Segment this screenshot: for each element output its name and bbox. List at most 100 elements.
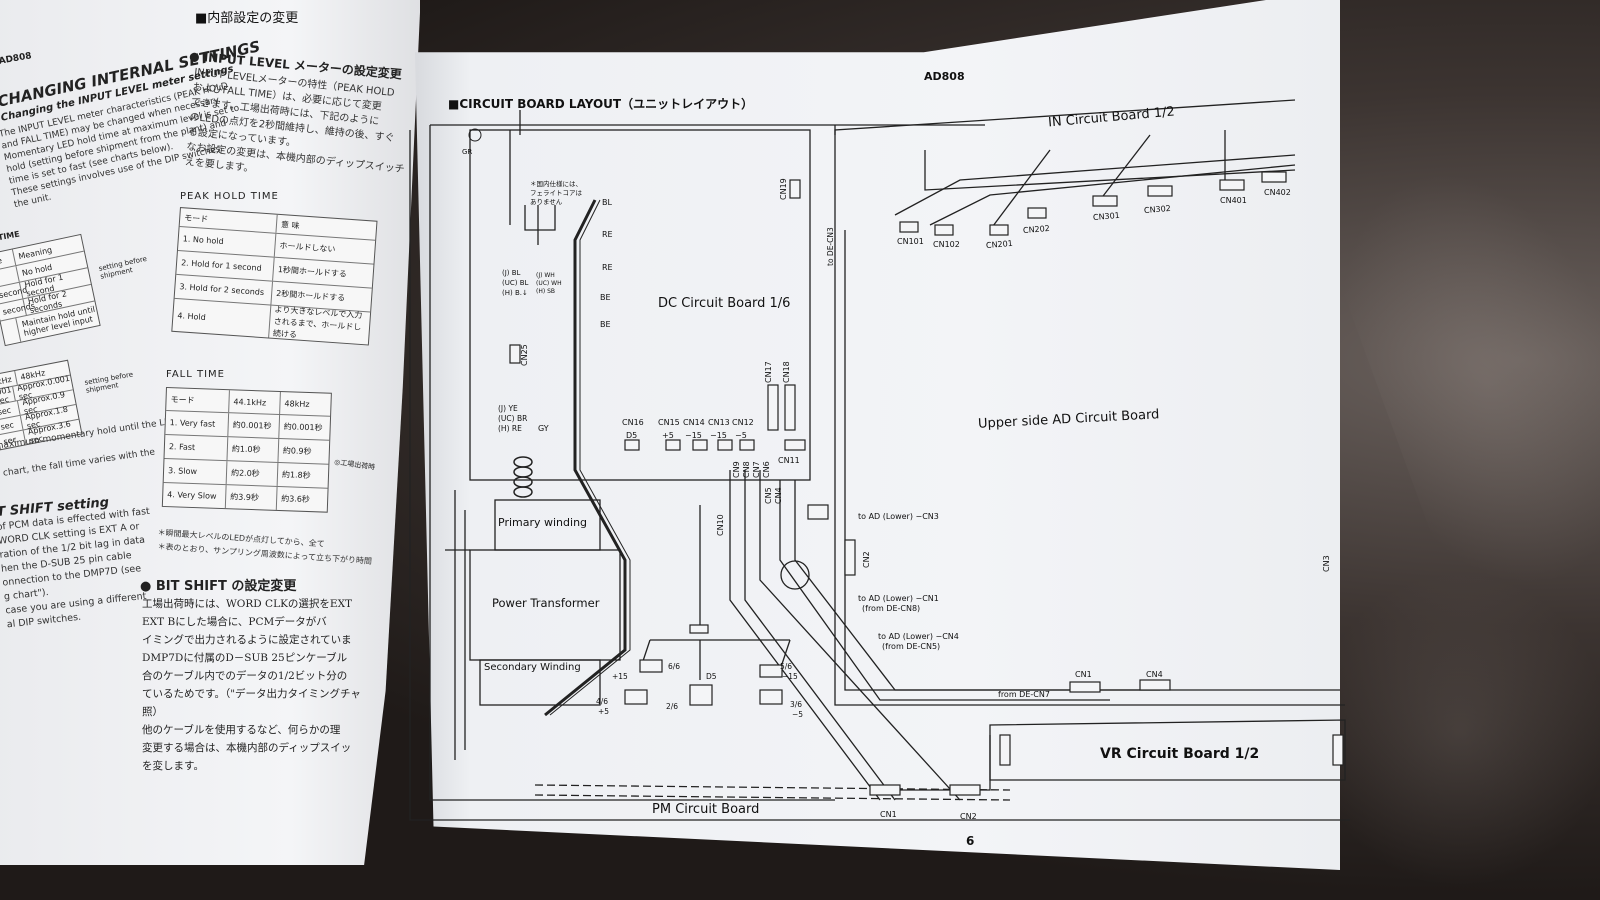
text-line: 合のケーブル内でのデータの1/2ビット分の: [142, 670, 348, 682]
wire-spec: (J) YE (UC) BR (H) RE: [498, 404, 527, 434]
pm-label: 5/6: [780, 662, 793, 671]
connector-label: CN4: [1146, 670, 1163, 679]
connector-label: CN19: [779, 178, 788, 200]
primary-winding-label: Primary winding: [498, 516, 588, 529]
connector-label: CN402: [1264, 188, 1291, 197]
connector-label: CN18: [782, 361, 791, 383]
text-line: (J) WH: [536, 272, 555, 279]
connector-label: CN16: [622, 418, 644, 427]
connector-label: CN102: [933, 240, 960, 249]
connector-label: CN14: [683, 418, 705, 427]
connector-label: CN13: [708, 418, 730, 427]
text-line: ているためです。（"データ出力タイミングチャ: [142, 688, 361, 700]
connector-label: CN3: [1322, 555, 1331, 572]
connector-label: CN7: [752, 461, 761, 478]
connector-label: CN1: [1075, 670, 1092, 679]
pm-label: +15: [612, 672, 628, 681]
model-tag-right: AD808: [924, 70, 965, 83]
connector-value: D5: [626, 431, 638, 440]
text-line: (H) RE: [498, 424, 522, 433]
connector-label: CN4: [774, 487, 783, 504]
annotation: (from DE-CN5): [882, 642, 941, 651]
right-manual-page: [415, 0, 1340, 870]
text-line: (J) YE: [498, 404, 518, 413]
connector-label: CN2: [862, 551, 871, 568]
vr-board-label: VR Circuit Board 1/2: [1100, 746, 1260, 762]
power-transformer-label: Power Transformer: [492, 596, 600, 610]
pm-label: +5: [598, 707, 610, 716]
pm-label: −5: [792, 710, 804, 719]
connector-label: CN10: [716, 514, 725, 536]
text-line: ＊国内仕様には、: [530, 180, 582, 188]
circuit-layout-title: ■CIRCUIT BOARD LAYOUT（ユニットレイアウト）: [448, 97, 754, 111]
annotation: to AD (Lower) −CN4: [878, 632, 959, 641]
pm-label: D5: [706, 672, 717, 681]
bit-shift-heading-jp: ● BIT SHIFT の設定変更: [140, 579, 297, 594]
text-line: イミングで出力されるように設定されていま: [142, 634, 352, 646]
pm-board-label: PM Circuit Board: [652, 802, 760, 817]
connector-value: −15: [685, 431, 702, 440]
text-line: (H) B.↓: [502, 289, 528, 297]
text-line: (UC) WH: [536, 280, 562, 287]
text-line: 他のケーブルを使用するなど、何らかの理: [142, 724, 341, 736]
wire-spec: (J) BL (UC) BL (H) B.↓: [502, 268, 528, 298]
pm-label: 4/6: [596, 697, 609, 706]
connector-label: CN17: [764, 361, 773, 383]
annotation: to AD (Lower) −CN3: [858, 512, 939, 521]
connector-label: CN1: [880, 810, 897, 819]
domestic-note: ＊国内仕様には、 フェライトコアは ありません: [530, 180, 582, 207]
secondary-winding-label: Secondary Winding: [484, 662, 581, 673]
pm-label: 6/6: [668, 662, 681, 671]
connector-label: CN6: [762, 461, 771, 478]
wire-label: BE: [600, 320, 611, 329]
connector-label: CN2: [960, 812, 977, 821]
page-number: 6: [966, 834, 975, 848]
text-line: (UC) BL: [502, 279, 529, 287]
annotation: from DE-CN7: [998, 690, 1050, 699]
gy-label: GY: [538, 424, 549, 433]
text-line: DMP7Dに付属のD－SUB 25ピンケーブル: [142, 652, 348, 664]
to-de-cn3-label: to DE-CN3: [826, 227, 835, 266]
connector-value: −15: [710, 431, 727, 440]
text-line: EXT Bにした場合に、PCMデータがバ: [142, 616, 327, 628]
fall-time-title: FALL TIME: [166, 369, 225, 380]
connector-label: CN25: [520, 344, 529, 366]
text-line: 変更する場合は、本機内部のディップスイッ: [142, 742, 352, 754]
connector-label: CN401: [1220, 196, 1247, 205]
connector-label: CN101: [897, 237, 924, 246]
left-manual-page: ■内部設定の変更 AD808 CHANGING INTERNAL SETTING…: [0, 0, 420, 865]
annotation: (from DE-CN8): [862, 604, 921, 613]
section-title-jp: ■内部設定の変更: [195, 11, 299, 26]
text-line: (H) SB: [536, 288, 556, 295]
text-line: ありません: [530, 198, 563, 206]
connector-label: CN11: [778, 456, 800, 465]
text-line: 照）: [142, 706, 163, 718]
connector-label: CN12: [732, 418, 754, 427]
annotation: to AD (Lower) −CN1: [858, 594, 939, 603]
text-line: を変します。: [142, 760, 204, 772]
wire-label: BL: [602, 198, 612, 207]
text-line: (UC) BR: [498, 414, 528, 423]
connector-value: +5: [662, 431, 674, 440]
text-line: (J) BL: [502, 269, 521, 277]
wire-label: BE: [600, 293, 611, 302]
text-line: 工場出荷時には、WORD CLKの選択をEXT: [142, 598, 353, 610]
connector-label: CN5: [764, 487, 773, 504]
dc-board-label: DC Circuit Board 1/6: [658, 296, 791, 311]
fabric-fold: [1300, 560, 1600, 900]
pm-label: 3/6: [790, 700, 803, 709]
pm-label: 2/6: [666, 702, 679, 711]
wire-label: RE: [602, 230, 613, 239]
connector-label: CN8: [742, 461, 751, 478]
connector-label: CN15: [658, 418, 680, 427]
text-line: フェライトコアは: [530, 189, 582, 197]
peak-hold-title: PEAK HOLD TIME: [180, 191, 279, 202]
connector-value: −5: [735, 431, 747, 440]
bit-shift-paragraph-jp: 工場出荷時には、WORD CLKの選択をEXT EXT Bにした場合に、PCMデ…: [142, 595, 361, 775]
gr-label: GR: [462, 148, 473, 156]
wire-spec: (J) WH (UC) WH (H) SB: [536, 272, 562, 296]
pm-label: −15: [782, 672, 798, 681]
connector-label: CN9: [732, 461, 741, 478]
wire-label: RE: [602, 263, 613, 272]
